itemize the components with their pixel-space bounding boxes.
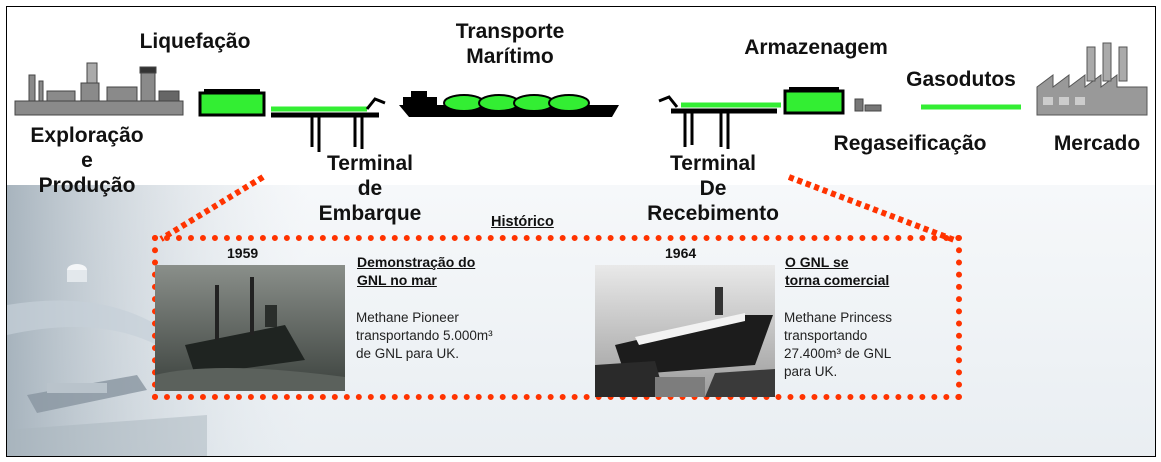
label-terminal-recebimento: Terminal De Recebimento [643, 151, 783, 226]
event-text-line: transportando 5.000m³ [356, 328, 493, 343]
event-year: 1959 [227, 245, 259, 261]
lng-chain-slide: Exploração e Produção Liquefação Transpo… [6, 6, 1156, 457]
label-liquefacao: Liquefação [139, 30, 251, 53]
label-line: Terminal [670, 152, 756, 175]
event-title-line: GNL no mar [357, 272, 437, 288]
label-line: De [699, 177, 727, 200]
label-line: Recebimento [647, 202, 779, 225]
event-year: 1964 [665, 245, 697, 261]
liquefaction-tank-icon [198, 89, 266, 117]
label-line: Exploração [30, 124, 144, 147]
label-exploracao-producao: Exploração e Produção [25, 123, 149, 198]
label-line: Produção [38, 174, 136, 197]
event-title-line: torna comercial [785, 272, 890, 288]
methane-pioneer-photo [155, 265, 345, 391]
historico-title: Histórico [491, 214, 554, 230]
export-jetty-icon [271, 97, 386, 152]
label-regaseificacao: Regaseificação [833, 132, 987, 155]
import-jetty-icon [658, 95, 777, 149]
label-line: Marítimo [466, 45, 554, 68]
label-gasodutos: Gasodutos [906, 68, 1016, 91]
event-text-line: 27.400m³ de GNL [784, 346, 892, 361]
label-line: de [357, 177, 383, 200]
label-line: Transporte [455, 20, 565, 43]
label-transporte-maritimo: Transporte Marítimo [435, 19, 585, 69]
label-terminal-embarque: Terminal de Embarque [305, 151, 435, 226]
event-text-line: Methane Pioneer [356, 310, 459, 325]
event-text-line: transportando [784, 328, 868, 343]
event-description: Methane Pioneer transportando 5.000m³ de… [356, 309, 493, 363]
event-text-line: de GNL para UK. [356, 346, 460, 361]
regasification-unit-icon [854, 98, 882, 112]
event-title-line: O GNL se [785, 254, 849, 270]
factory-market-icon [1036, 42, 1148, 116]
label-armazenagem: Armazenagem [744, 36, 888, 59]
label-line: Terminal [327, 152, 413, 175]
event-title: O GNL se torna comercial [785, 253, 889, 289]
lng-tanker-icon [399, 91, 619, 117]
label-line: Embarque [318, 202, 422, 225]
methane-princess-photo [595, 265, 775, 397]
event-text-line: Methane Princess [784, 310, 893, 325]
production-plant-icon [14, 62, 184, 116]
label-line: e [81, 149, 93, 172]
event-description: Methane Princess transportando 27.400m³ … [784, 309, 892, 381]
label-mercado: Mercado [1053, 132, 1141, 155]
lng-chain-illustration [14, 42, 1148, 185]
storage-tank-icon [783, 87, 845, 115]
event-title-line: Demonstração do [357, 254, 476, 270]
event-title: Demonstração do GNL no mar [357, 253, 475, 289]
zoom-connectors-lower [159, 177, 959, 244]
event-text-line: para UK. [784, 364, 838, 379]
